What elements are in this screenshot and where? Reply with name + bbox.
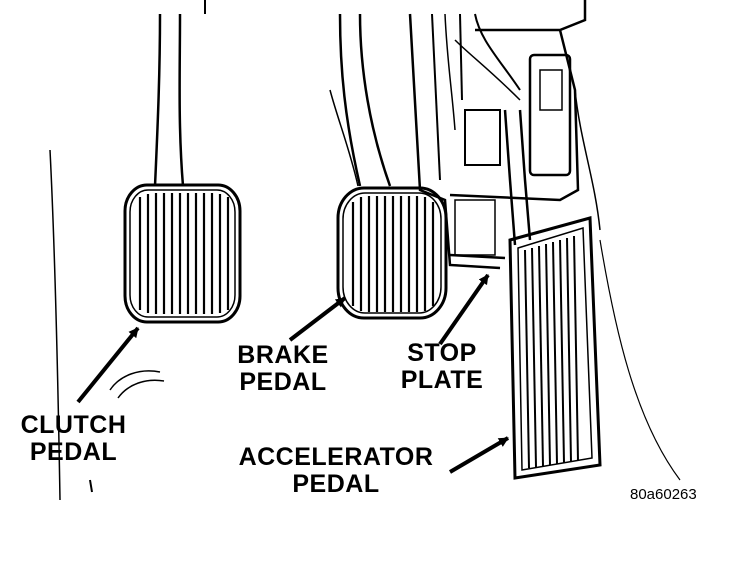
accelerator-pedal-label: ACCELERATOR PEDAL (230, 444, 442, 498)
accelerator-label-line1: ACCELERATOR (238, 443, 434, 471)
stop-plate-label: STOP PLATE (392, 340, 492, 394)
clutch-label-line1: CLUTCH (20, 411, 127, 439)
clutch-pedal-label: CLUTCH PEDAL (16, 412, 131, 466)
callout-arrows (76, 273, 510, 474)
accelerator-arrow (448, 436, 510, 474)
clutch-pedal (123, 0, 242, 324)
floor-outline (49, 149, 165, 501)
accelerator-label-line2: PEDAL (292, 470, 380, 498)
figure-id: 80a60263 (630, 486, 697, 503)
brake-label-line1: BRAKE (237, 341, 329, 369)
brake-label-line2: PEDAL (239, 368, 327, 396)
clutch-label-line2: PEDAL (29, 438, 118, 466)
pedal-bracket (408, 0, 601, 270)
brake-pedal (329, 13, 448, 320)
brake-pedal-label: BRAKE PEDAL (228, 342, 338, 396)
brake-arrow (288, 296, 347, 342)
clutch-arrow (76, 326, 140, 404)
stop-plate-label-line2: PLATE (400, 366, 484, 394)
accelerator-pedal (508, 216, 681, 481)
stop-plate-label-line1: STOP (407, 339, 477, 367)
stop-plate-arrow (438, 273, 490, 346)
